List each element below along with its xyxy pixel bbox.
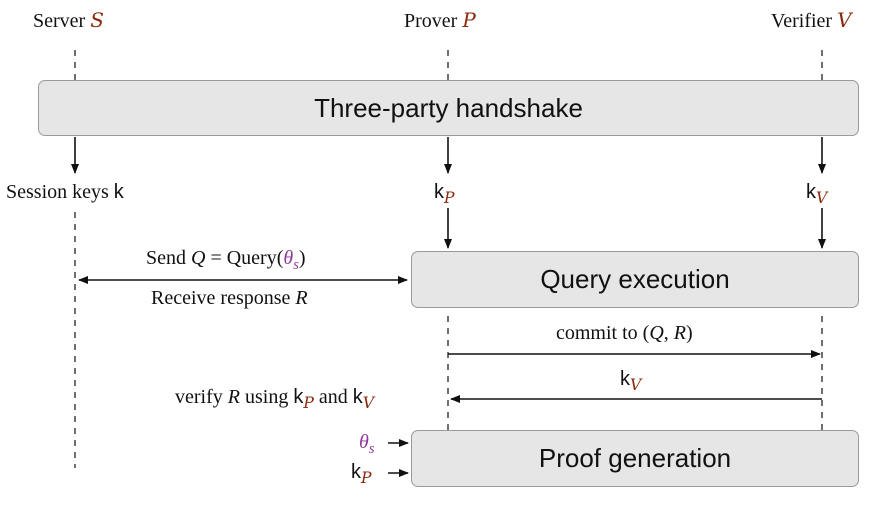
prover-symbol: P [462, 8, 476, 32]
commit-label: commit to (Q, R) [556, 321, 693, 345]
verify-label: verify R using kP and kV [175, 385, 374, 412]
theta-input-label: θs [359, 430, 375, 457]
verifier-key-label: kV [806, 180, 828, 207]
session-keys-label: Session keys k [6, 180, 124, 204]
proof-generation-box: Proof generation [411, 430, 859, 487]
receive-r: R [295, 287, 308, 309]
input-kp-k: k [351, 461, 361, 483]
query-execution-box-label: Query execution [540, 264, 730, 294]
receive-response-label: Receive response R [151, 286, 308, 310]
send-prefix: Send [146, 247, 186, 269]
verifier-key-k: k [806, 181, 816, 203]
input-theta-sub: s [368, 440, 375, 457]
prover-key-k: k [434, 181, 444, 203]
commit-q: Q [649, 322, 664, 344]
verifier-header: Verifier V [771, 8, 852, 33]
server-header: Server S [33, 8, 104, 33]
verify-using: using [244, 386, 289, 408]
proof-generation-box-label: Proof generation [538, 443, 732, 473]
handshake-box-label: Three-party handshake [314, 92, 583, 123]
prover-key-label: kP [434, 180, 455, 207]
receive-text: Receive response [151, 287, 291, 309]
handshake-box: Three-party handshake [38, 80, 859, 136]
verify-kv-sub: V [362, 393, 374, 412]
prover-header: Prover P [404, 8, 476, 33]
input-kp-sub: P [361, 468, 372, 487]
server-symbol: S [90, 8, 104, 32]
verifier-symbol: V [837, 8, 852, 32]
commit-prefix: commit to ( [556, 322, 650, 344]
prover-key-input-label: kP [351, 460, 372, 487]
send-theta-sub: s [293, 256, 299, 273]
server-name: Server [33, 10, 86, 32]
session-keys-text: Session keys [6, 181, 109, 203]
commit-comma: , [663, 322, 674, 344]
commit-r: R [673, 322, 686, 344]
query-execution-box: Query execution [411, 251, 859, 308]
prover-name: Prover [404, 10, 458, 32]
verifier-key-return-sub: V [630, 375, 642, 394]
send-q: Q [191, 247, 206, 269]
verifier-key-return-k: k [620, 368, 630, 390]
verify-r: R [227, 386, 240, 408]
verifier-name: Verifier [771, 10, 833, 32]
send-query-label: Send Q = Query(θs) [146, 246, 306, 273]
verify-prefix: verify [175, 386, 223, 408]
verify-kv-k: k [352, 386, 363, 408]
send-close: ) [298, 247, 306, 269]
verifier-key-return-label: kV [620, 367, 642, 394]
verify-kp-sub: P [303, 393, 314, 412]
commit-close: ) [686, 322, 693, 344]
prover-key-sub: P [444, 188, 455, 207]
session-key-symbol: k [113, 181, 124, 203]
lifelines [74, 50, 823, 468]
verify-kp-k: k [293, 386, 304, 408]
send-eq: = Query( [205, 247, 284, 269]
send-theta: θ [283, 247, 294, 269]
verifier-key-sub: V [816, 188, 828, 207]
input-theta: θ [359, 431, 369, 453]
verify-and: and [318, 386, 348, 408]
